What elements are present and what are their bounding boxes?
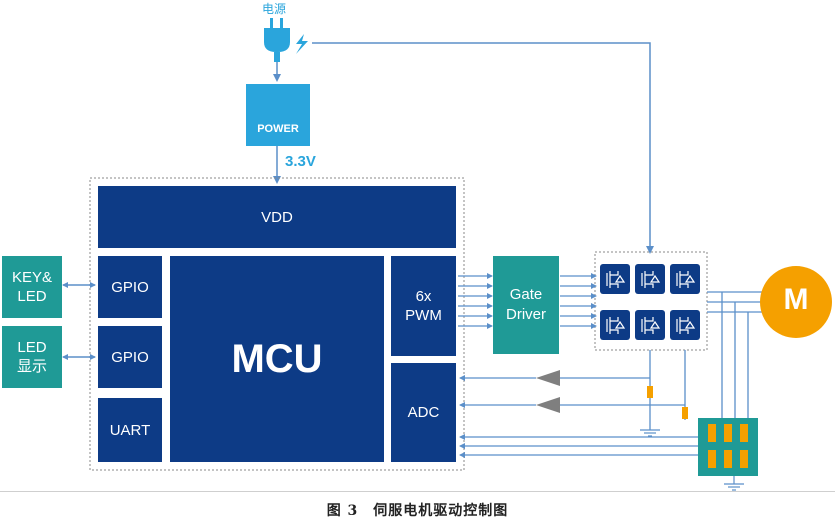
gate-driver-block: Gate Driver <box>493 256 559 354</box>
pwm-line2: PWM <box>405 307 442 324</box>
vdd-block: VDD <box>98 186 456 248</box>
opa-label-1: OPA <box>548 357 555 372</box>
power-to-bridge-line <box>312 42 654 254</box>
key-led-line2: LED <box>17 288 47 305</box>
bridge-boundary <box>594 251 708 351</box>
pwm-block: 6x PWM <box>391 256 456 356</box>
gate-driver-line2: Driver <box>506 306 546 323</box>
shunt-resistor-1 <box>647 386 653 398</box>
ground-icon <box>640 429 660 437</box>
sensor-to-adc-lines <box>459 434 698 458</box>
gpio-top-block: GPIO <box>98 256 162 318</box>
power-block <box>246 84 310 146</box>
motor-label: M <box>783 283 809 316</box>
adc-block: ADC <box>391 363 456 462</box>
opa-amplifier-1 <box>536 370 560 386</box>
key-led-block: KEY& LED <box>2 256 62 318</box>
opa-amplifier-2 <box>536 397 560 413</box>
sensor-pads <box>708 424 748 468</box>
mcu-core-block: MCU <box>170 256 384 462</box>
motor-circle <box>760 266 832 338</box>
caption-divider <box>0 491 835 492</box>
mcu-boundary <box>89 177 465 471</box>
ground-icon <box>724 483 744 491</box>
uart-block: UART <box>98 398 162 462</box>
power-block-label: POWER <box>257 123 299 135</box>
figure-caption: 图 3 伺服电机驱动控制图 <box>326 503 509 519</box>
power-source-label: 电源 <box>262 2 287 16</box>
mosfet-bridge <box>600 264 700 340</box>
opa-label-2: OPA <box>548 384 555 399</box>
pwm-line1: 6x <box>415 288 432 305</box>
pwm-to-driver-lines <box>458 273 493 329</box>
voltage-label: 3.3V <box>285 153 316 170</box>
shunt-resistor-2 <box>682 407 688 419</box>
led-display-line2: 显示 <box>16 357 47 375</box>
gpio-bottom-block: GPIO <box>98 326 162 388</box>
key-led-line1: KEY& <box>11 269 53 286</box>
led-display-line1: LED <box>17 339 47 356</box>
driver-to-bridge-lines <box>560 273 597 329</box>
led-display-block: LED 显示 <box>2 326 62 388</box>
phase-lines <box>707 291 762 418</box>
gate-driver-line1: Gate <box>509 286 543 303</box>
power-plug-icon <box>264 18 290 62</box>
current-sense-lines <box>560 350 686 430</box>
lightning-icon <box>296 34 308 54</box>
